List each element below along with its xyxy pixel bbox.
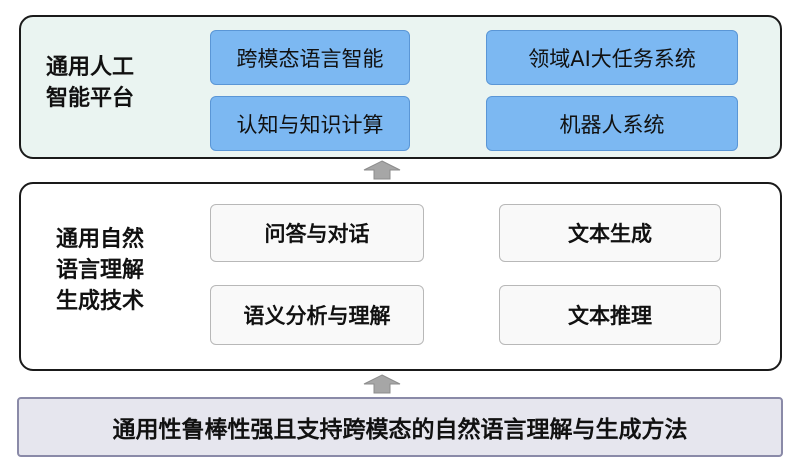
method-foundation-text: 通用性鲁棒性强且支持跨模态的自然语言理解与生成方法 [112,417,688,443]
ai-platform-title: 通用人工 智能平台 [30,52,150,114]
nlu-technology-title: 通用自然 语言理解 生成技术 [40,224,160,317]
box-robot-system: 机器人系统 [486,96,738,151]
nlu-technology-title-line2: 语言理解 [55,258,144,283]
box-qa-dialogue: 问答与对话 [210,204,424,262]
ai-platform-title-line1: 通用人工 [45,55,134,80]
box-text-generation: 文本生成 [499,204,721,262]
nlu-technology-title-line1: 通用自然 [55,227,144,252]
box-semantic-analysis: 语义分析与理解 [210,285,424,345]
method-foundation-layer: 通用性鲁棒性强且支持跨模态的自然语言理解与生成方法 [17,397,783,457]
up-arrow-icon [363,160,401,180]
box-domain-ai-task-system: 领域AI大任务系统 [486,30,738,85]
up-arrow-icon [363,374,401,394]
ai-platform-title-line2: 智能平台 [45,86,134,111]
box-cognition-knowledge-computing: 认知与知识计算 [210,96,410,151]
nlu-technology-title-line3: 生成技术 [55,289,144,314]
box-cross-modal-language-intelligence: 跨模态语言智能 [210,30,410,85]
box-text-reasoning: 文本推理 [499,285,721,345]
